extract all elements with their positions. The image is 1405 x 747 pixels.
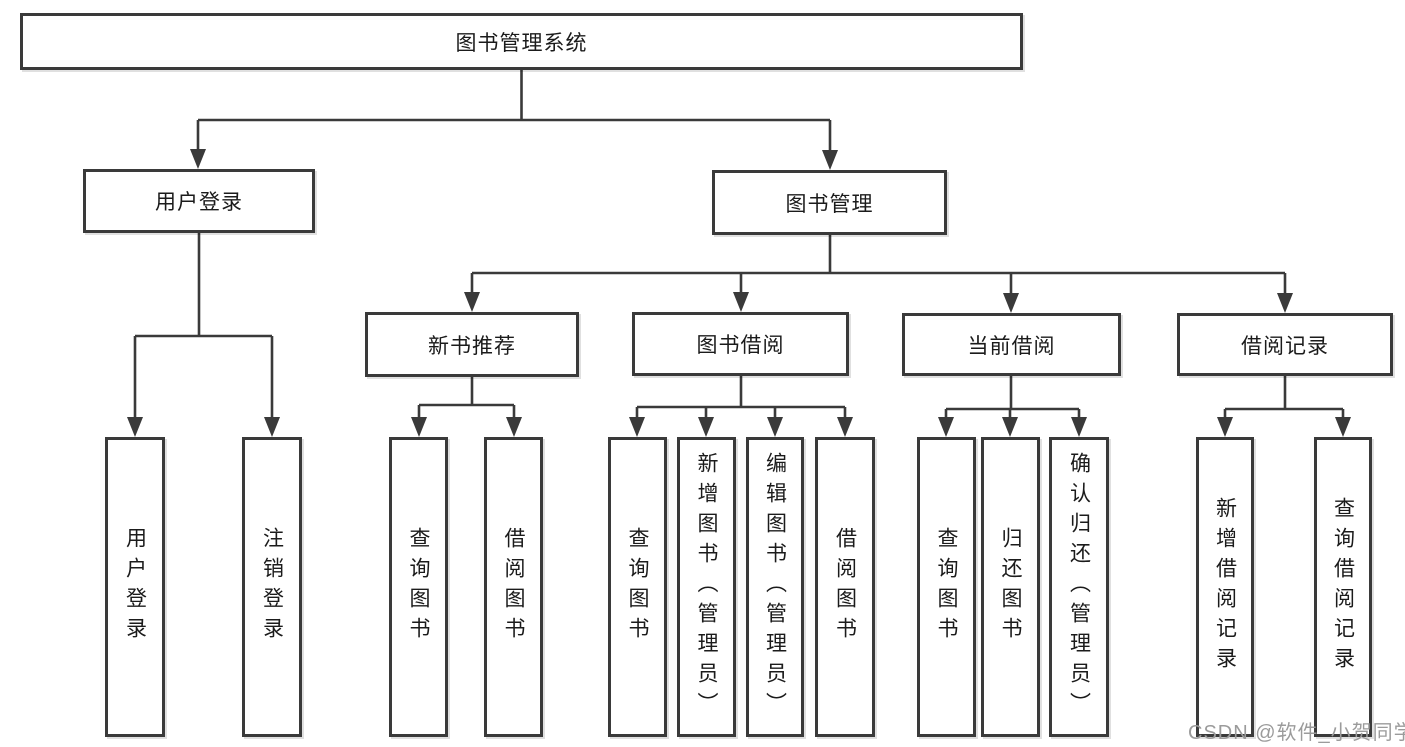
arrowhead: [698, 417, 714, 437]
connector-borrow-record-fork: [1217, 376, 1351, 437]
leaf-bb-add-books-admin: 新增图书（管理员）: [677, 437, 736, 737]
node-current-borrow: 当前借阅: [902, 313, 1121, 376]
node-book-mgmt: 图书管理: [712, 170, 947, 235]
leaf-bb-query-books: 查询图书: [608, 437, 667, 737]
connector-book-borrow-fork: [629, 375, 853, 437]
node-user-login: 用户登录: [83, 169, 315, 233]
connector-current-borrow-fork: [938, 376, 1087, 437]
leaf-cb-return-books: 归还图书: [981, 437, 1040, 737]
arrowhead: [822, 150, 838, 170]
arrowhead: [411, 417, 427, 437]
leaf-cb-query-books: 查询图书: [917, 437, 976, 737]
arrowhead: [264, 417, 280, 437]
leaf-nbr-query-books: 查询图书: [389, 437, 448, 737]
arrowhead: [767, 417, 783, 437]
arrowhead: [629, 417, 645, 437]
node-borrow-record: 借阅记录: [1177, 313, 1393, 376]
arrowhead: [1277, 293, 1293, 313]
leaf-logout: 注销登录: [242, 437, 302, 737]
arrowhead: [1335, 417, 1351, 437]
node-book-borrow: 图书借阅: [632, 312, 849, 376]
arrowhead: [837, 417, 853, 437]
leaf-br-add-record: 新增借阅记录: [1196, 437, 1254, 737]
connector-root-to-branches: [190, 70, 838, 170]
arrowhead: [1071, 417, 1087, 437]
connector-book-mgmt-to-modules: [464, 235, 1293, 313]
connector-new-book-fork: [411, 377, 522, 437]
arrowhead: [190, 149, 206, 169]
arrowhead: [127, 417, 143, 437]
arrowhead: [733, 292, 749, 312]
arrowhead: [938, 417, 954, 437]
arrowhead: [1003, 293, 1019, 313]
csdn-watermark: CSDN @软件_小贺同学: [1188, 722, 1405, 744]
leaf-nbr-borrow-books: 借阅图书: [484, 437, 543, 737]
node-new-book-rec: 新书推荐: [365, 312, 579, 377]
leaf-user-login: 用户登录: [105, 437, 165, 737]
leaf-bb-borrow-books: 借阅图书: [815, 437, 875, 737]
arrowhead: [464, 292, 480, 312]
arrowhead: [506, 417, 522, 437]
arrowhead: [1217, 417, 1233, 437]
leaf-cb-confirm-return-admin: 确认归还（管理员）: [1049, 437, 1109, 737]
node-root: 图书管理系统: [20, 13, 1023, 70]
leaf-br-query-record: 查询借阅记录: [1314, 437, 1372, 737]
arrowhead: [1002, 417, 1018, 437]
connector-user-login-fork: [127, 233, 280, 437]
leaf-bb-edit-books-admin: 编辑图书（管理员）: [746, 437, 804, 737]
